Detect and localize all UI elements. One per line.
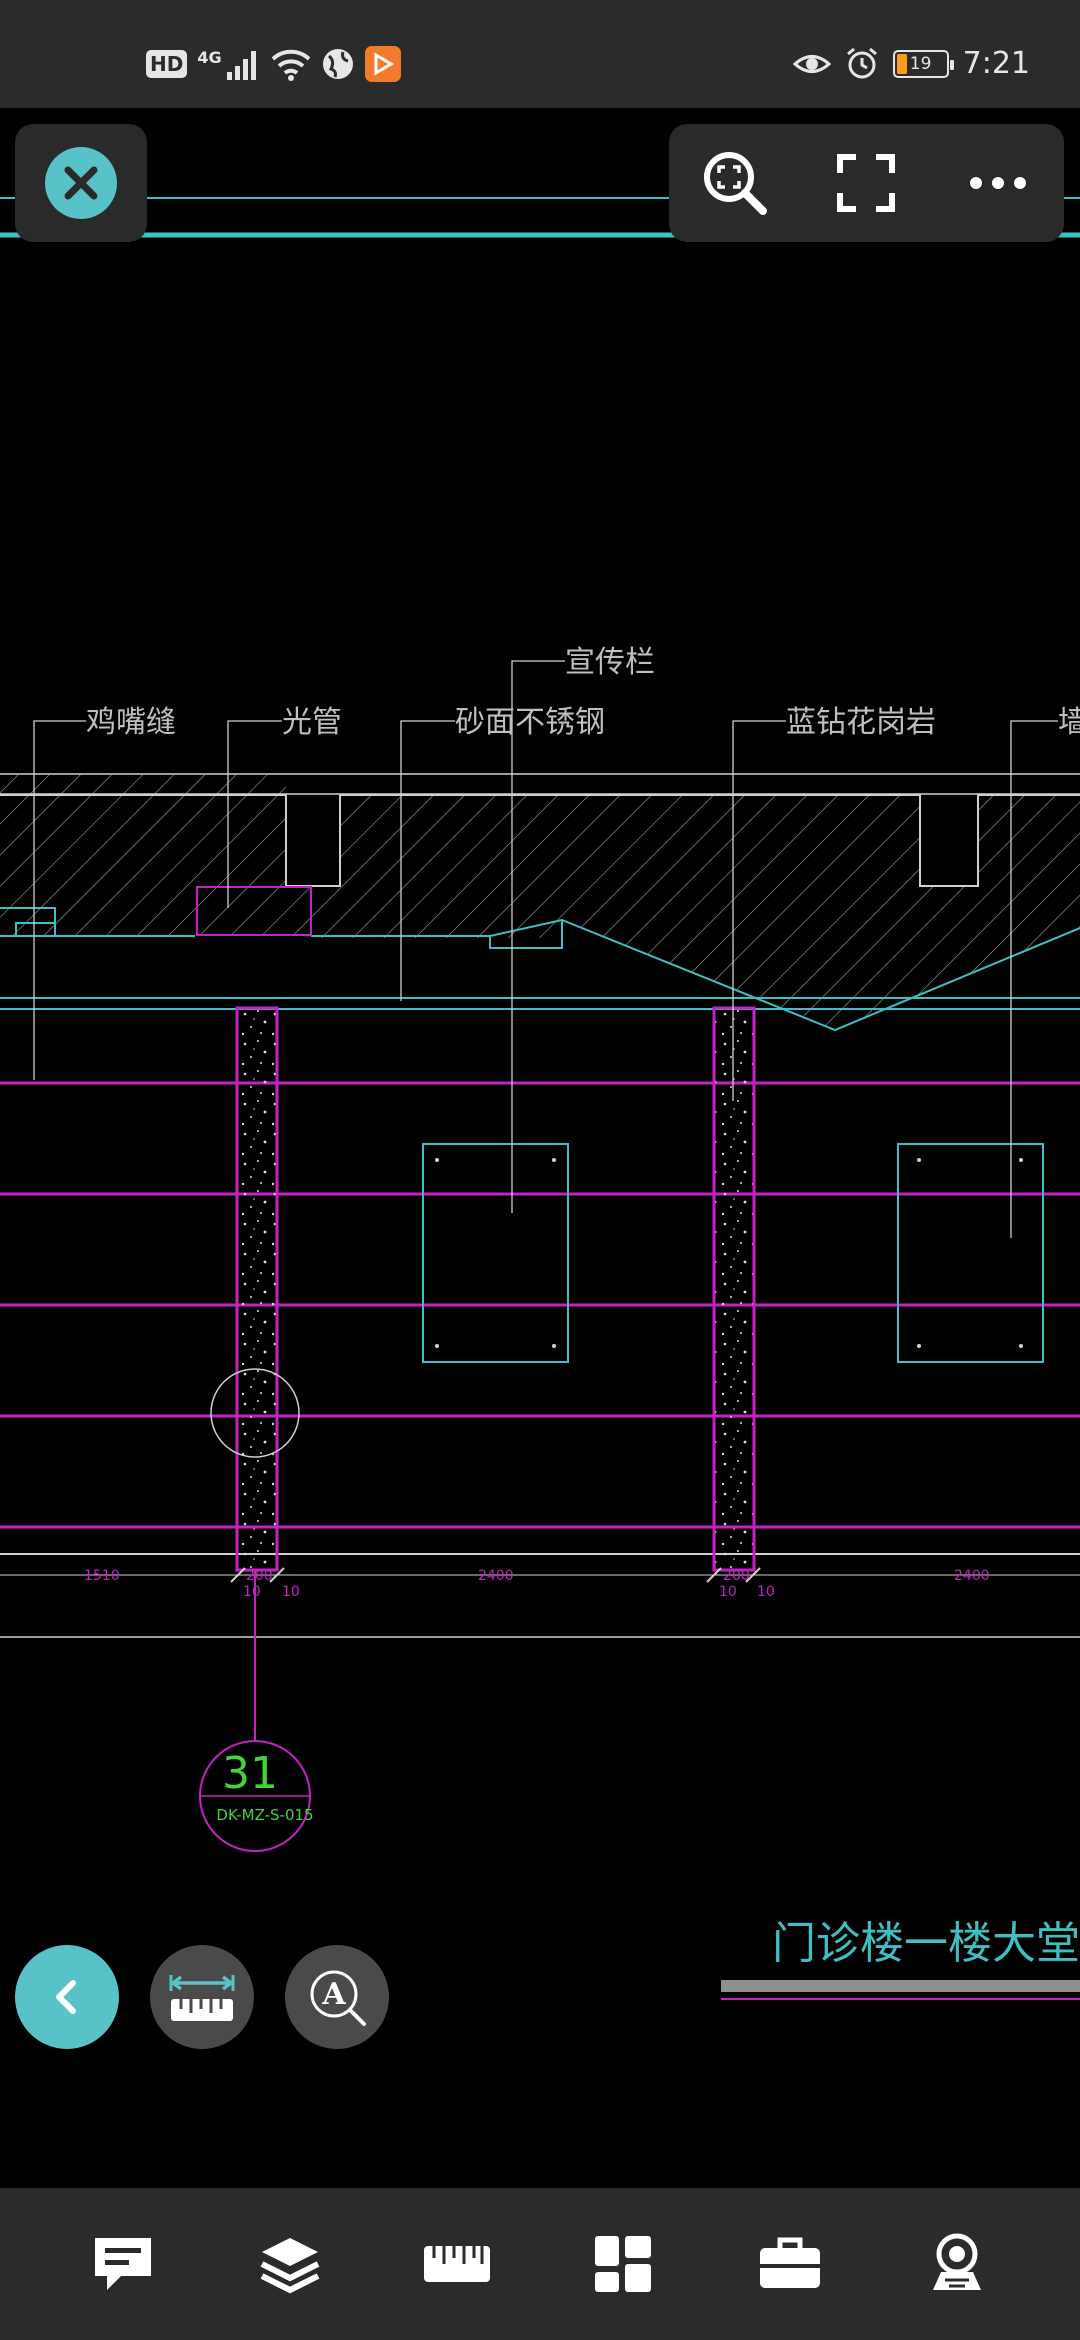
status-bar: HD 4G <box>0 0 1080 108</box>
dimension-tick <box>269 1567 285 1583</box>
ruler-icon <box>423 2246 490 2282</box>
grid-icon <box>595 2236 652 2292</box>
dimension-tick <box>706 1567 722 1583</box>
chevron-left-icon <box>56 1980 76 2014</box>
text-search-icon: A <box>310 1970 366 2026</box>
dimension-tick <box>745 1567 761 1583</box>
dimension-text: 10 <box>282 1584 300 1600</box>
annotation-label: 墙 <box>1058 705 1080 740</box>
comment-icon <box>95 2238 152 2290</box>
annotation-label: 鸡嘴缝 <box>86 705 176 740</box>
light-tube-box <box>196 886 312 936</box>
leader-line-1 <box>33 720 86 1080</box>
zoom-extents-button[interactable] <box>690 138 780 228</box>
title-underline <box>721 1980 1080 1992</box>
leader-line-6 <box>1010 720 1058 1238</box>
status-left: HD 4G <box>146 46 401 82</box>
more-button[interactable] <box>953 138 1043 228</box>
dimension-text: 10 <box>719 1584 737 1600</box>
close-panel <box>15 124 147 242</box>
comment-button[interactable] <box>73 2214 173 2314</box>
leader-line-4 <box>511 660 565 1213</box>
column-left <box>235 1006 279 1572</box>
close-icon <box>64 166 98 200</box>
cad-drawing[interactable]: 鸡嘴缝 光管 砂面不锈钢 宣传栏 蓝钻花岗岩 墙 1510 200 10 10 … <box>0 108 1080 2188</box>
svg-text:A: A <box>321 1977 346 2012</box>
grid-button[interactable] <box>573 2214 673 2314</box>
status-right: 19 7:21 <box>792 46 1030 81</box>
annotation-label: 砂面不锈钢 <box>455 705 605 740</box>
clock: 7:21 <box>962 46 1030 81</box>
account-button[interactable] <box>907 2214 1007 2314</box>
ceiling-step-left <box>0 907 56 937</box>
annotation-label: 宣传栏 <box>565 645 655 680</box>
layers-button[interactable] <box>240 2214 340 2314</box>
close-button[interactable] <box>45 147 117 219</box>
dimension-text: 200 <box>246 1568 273 1584</box>
wifi-icon <box>271 49 310 81</box>
section-reference: DK-MZ-S-015 <box>216 1806 313 1824</box>
column-right <box>712 1006 756 1572</box>
globe-icon <box>322 49 353 79</box>
toolbox-button[interactable] <box>740 2214 840 2314</box>
detail-circle <box>210 1368 300 1458</box>
toolbox-icon <box>759 2237 820 2288</box>
signal-icon <box>226 51 256 80</box>
fullscreen-button[interactable] <box>821 138 911 228</box>
hd-badge: HD <box>146 50 188 78</box>
dimension-text: 2400 <box>954 1568 990 1584</box>
ceiling-profile <box>0 794 1080 887</box>
signal-group: 4G <box>197 48 260 80</box>
layers-icon <box>260 2238 320 2294</box>
leader-line-2 <box>227 720 282 908</box>
drawing-canvas[interactable]: 鸡嘴缝 光管 砂面不锈钢 宣传栏 蓝钻花岗岩 墙 1510 200 10 10 … <box>0 108 1080 2188</box>
ceiling-step-mid <box>489 920 563 949</box>
alarm-icon <box>846 47 877 78</box>
dimension-text: 2400 <box>478 1568 514 1584</box>
dimension-text: 10 <box>757 1584 775 1600</box>
annotation-label: 光管 <box>282 705 342 740</box>
app-notification-icon <box>364 46 401 82</box>
measure-button[interactable] <box>150 1945 254 2049</box>
view-tools-panel <box>669 124 1064 242</box>
bottom-nav <box>0 2188 1080 2340</box>
drawing-title: 门诊楼一楼大堂 <box>772 1918 1080 1969</box>
battery-level: 19 <box>909 53 932 74</box>
text-search-button[interactable]: A <box>285 1945 389 2049</box>
battery-fill <box>896 53 907 74</box>
dimension-text: 200 <box>723 1568 750 1584</box>
notice-board-panel <box>422 1143 569 1363</box>
fullscreen-icon <box>837 154 896 212</box>
measure-icon <box>169 1975 235 2021</box>
leader-line-3 <box>400 720 455 1001</box>
ruler-button[interactable] <box>407 2214 507 2314</box>
battery-icon: 19 <box>892 49 954 78</box>
zoom-extents-icon <box>703 152 767 215</box>
back-button[interactable] <box>15 1945 119 2049</box>
notice-board-panel-right <box>897 1143 1044 1363</box>
network-type: 4G <box>197 48 222 67</box>
dimension-tick <box>230 1567 246 1583</box>
dimension-text: 1510 <box>84 1568 120 1584</box>
section-number: 31 <box>222 1748 278 1799</box>
more-icon <box>970 177 1027 189</box>
dimension-text: 10 <box>243 1584 261 1600</box>
ceiling-hatch <box>0 775 1080 1030</box>
eye-icon <box>792 54 831 73</box>
account-icon <box>932 2233 981 2290</box>
annotation-label: 蓝钻花岗岩 <box>786 705 936 740</box>
leader-line-5 <box>732 720 786 1101</box>
